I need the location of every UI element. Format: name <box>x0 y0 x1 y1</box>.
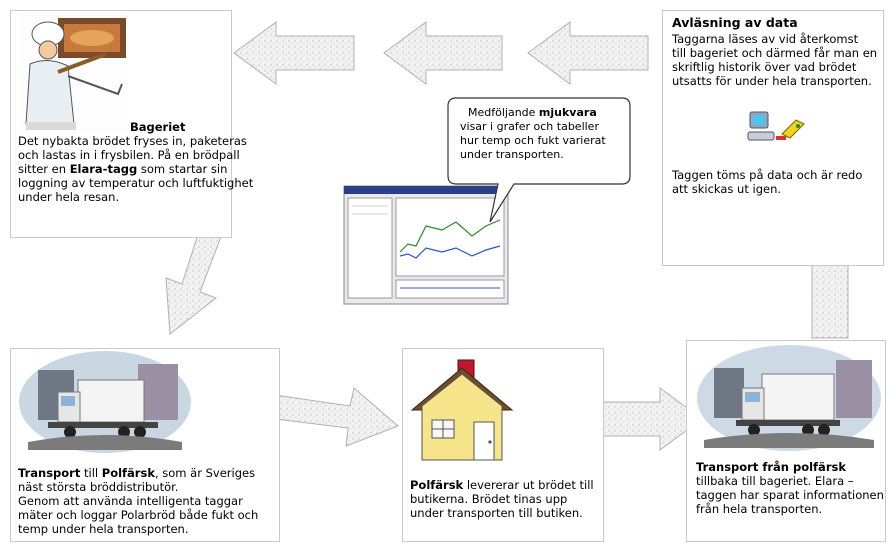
house-icon <box>410 359 514 461</box>
arrow-left-2 <box>383 21 503 85</box>
avlasning-title: Avläsning av data <box>672 15 798 30</box>
avlasning-line4: utsatts för under hela transporten. <box>672 74 872 88</box>
arrow-right-2 <box>601 387 703 451</box>
truck-illustration <box>19 351 191 453</box>
bageriet-line5: under hela resan. <box>18 190 120 204</box>
transport-back-line1: tillbaka till bageriet. Elara – <box>696 474 854 488</box>
polfarsk-line1-post: levererar ut brödet till <box>463 478 594 492</box>
transport-tail: , som är Sveriges <box>154 466 256 480</box>
callout-line1: Medföljande mjukvara <box>468 106 597 121</box>
software-screenshot <box>343 185 509 305</box>
bageriet-title: Bageriet <box>130 120 186 134</box>
bageriet-line4: loggning av temperatur och luftfuktighet <box>18 176 254 190</box>
truck-back-illustration <box>697 345 881 451</box>
polfarsk-line1: Polfärsk levererar ut brödet till <box>410 478 594 493</box>
computer-icon <box>747 111 805 141</box>
polfarsk-bold: Polfärsk <box>410 478 464 492</box>
bageriet-line3-post: som startar sin <box>137 162 228 176</box>
avlasning-line1: Taggarna läses av vid återkomst <box>672 32 859 46</box>
arrow-left-1 <box>233 21 355 85</box>
transport-back-title: Transport från polfärsk <box>696 460 846 474</box>
mjukvara-label: mjukvara <box>538 106 597 119</box>
polfarsk-line2: butikerna. Brödet tinas upp <box>410 492 568 506</box>
callout-line1-pre: Medföljande <box>468 106 539 119</box>
bageriet-line3-pre: sitter en <box>18 162 70 176</box>
transport-label: Transport <box>18 466 81 480</box>
transport-line4: mäter och loggar Polarbröd både fukt och <box>18 508 259 522</box>
avlasning-line6: att skickas ut igen. <box>672 182 782 196</box>
transport-mid: till <box>80 466 102 480</box>
transport-back-line3: från hela transporten. <box>696 502 823 516</box>
callout-line4: under transporten. <box>460 148 564 161</box>
elara-tagg-label: Elara-tagg <box>69 162 138 176</box>
transport-line2: näst största bröddistributör. <box>18 480 179 494</box>
arrow-left-3 <box>527 21 649 85</box>
polfarsk-label: Polfärsk <box>101 466 155 480</box>
bageriet-line2: och lastas in i frysbilen. På en brödpal… <box>18 148 240 162</box>
baker-illustration <box>18 14 128 132</box>
bageriet-line3: sitter en Elara-tagg som startar sin <box>18 162 227 177</box>
avlasning-line3: skriftlig historik över vad brödet <box>672 60 857 74</box>
transport-line3: Genom att använda intelligenta taggar <box>18 494 243 508</box>
avlasning-line2: till bageriet och därmed får man en <box>672 46 878 60</box>
polfarsk-line3: under transporten till butiken. <box>410 506 583 520</box>
arrow-down-left <box>165 221 223 335</box>
transport-line1: Transport till Polfärsk, som är Sveriges <box>18 466 255 481</box>
callout-bubble <box>447 97 631 223</box>
arrow-right-1 <box>267 387 399 447</box>
callout-line3: hur temp och fukt varierat <box>460 134 606 147</box>
callout-line2: visar i grafer och tabeller <box>460 120 599 133</box>
transport-line5: temp under hela transporten. <box>18 522 189 536</box>
avlasning-line5: Taggen töms på data och är redo <box>672 168 863 182</box>
transport-back-line2: taggen har sparat informationen <box>696 488 884 502</box>
bageriet-line1: Det nybakta brödet fryses in, paketeras <box>18 134 247 148</box>
